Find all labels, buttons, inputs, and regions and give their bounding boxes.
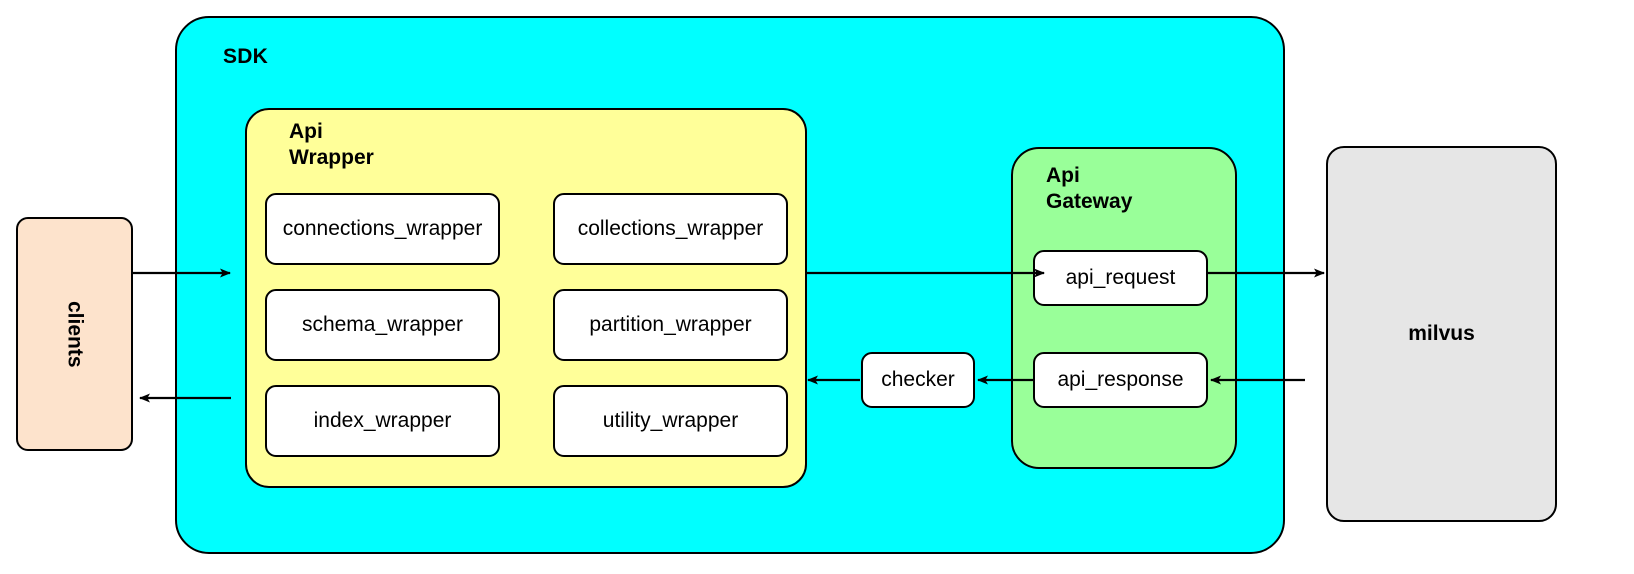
cell-label: api_response xyxy=(1057,368,1184,391)
cell-label: api_request xyxy=(1065,266,1176,289)
api-wrapper-title: Api Wrapper xyxy=(289,119,374,171)
cell-utility-wrapper[interactable]: utility_wrapper xyxy=(553,385,788,457)
cell-connections-wrapper[interactable]: connections_wrapper xyxy=(265,193,500,265)
cell-label: connections_wrapper xyxy=(282,217,483,240)
cell-label: utility_wrapper xyxy=(602,409,739,432)
checker-label: checker xyxy=(881,368,955,391)
cell-schema-wrapper[interactable]: schema_wrapper xyxy=(265,289,500,361)
cell-index-wrapper[interactable]: index_wrapper xyxy=(265,385,500,457)
api-wrapper-title-line1: Api xyxy=(289,120,323,143)
api-gateway-title-line2: Gateway xyxy=(1046,190,1133,214)
checker-node[interactable]: checker xyxy=(861,352,975,408)
cell-label: schema_wrapper xyxy=(301,313,464,336)
cell-partition-wrapper[interactable]: partition_wrapper xyxy=(553,289,788,361)
api-gateway-title-line1: Api xyxy=(1046,164,1080,187)
cell-api-request[interactable]: api_request xyxy=(1033,250,1208,306)
api-gateway-container[interactable]: Api Gateway xyxy=(1011,147,1237,469)
api-gateway-title: Api Gateway xyxy=(1046,163,1132,215)
cell-api-response[interactable]: api_response xyxy=(1033,352,1208,408)
milvus-node[interactable]: milvus xyxy=(1326,146,1557,522)
api-wrapper-title-line2: Wrapper xyxy=(289,146,374,170)
cell-label: index_wrapper xyxy=(313,409,452,432)
clients-label: clients xyxy=(63,300,87,368)
milvus-label: milvus xyxy=(1408,322,1475,345)
sdk-title: SDK xyxy=(223,45,268,68)
cell-label: collections_wrapper xyxy=(577,217,764,240)
cell-label: partition_wrapper xyxy=(589,313,752,336)
cell-collections-wrapper[interactable]: collections_wrapper xyxy=(553,193,788,265)
clients-node[interactable]: clients xyxy=(16,217,133,451)
